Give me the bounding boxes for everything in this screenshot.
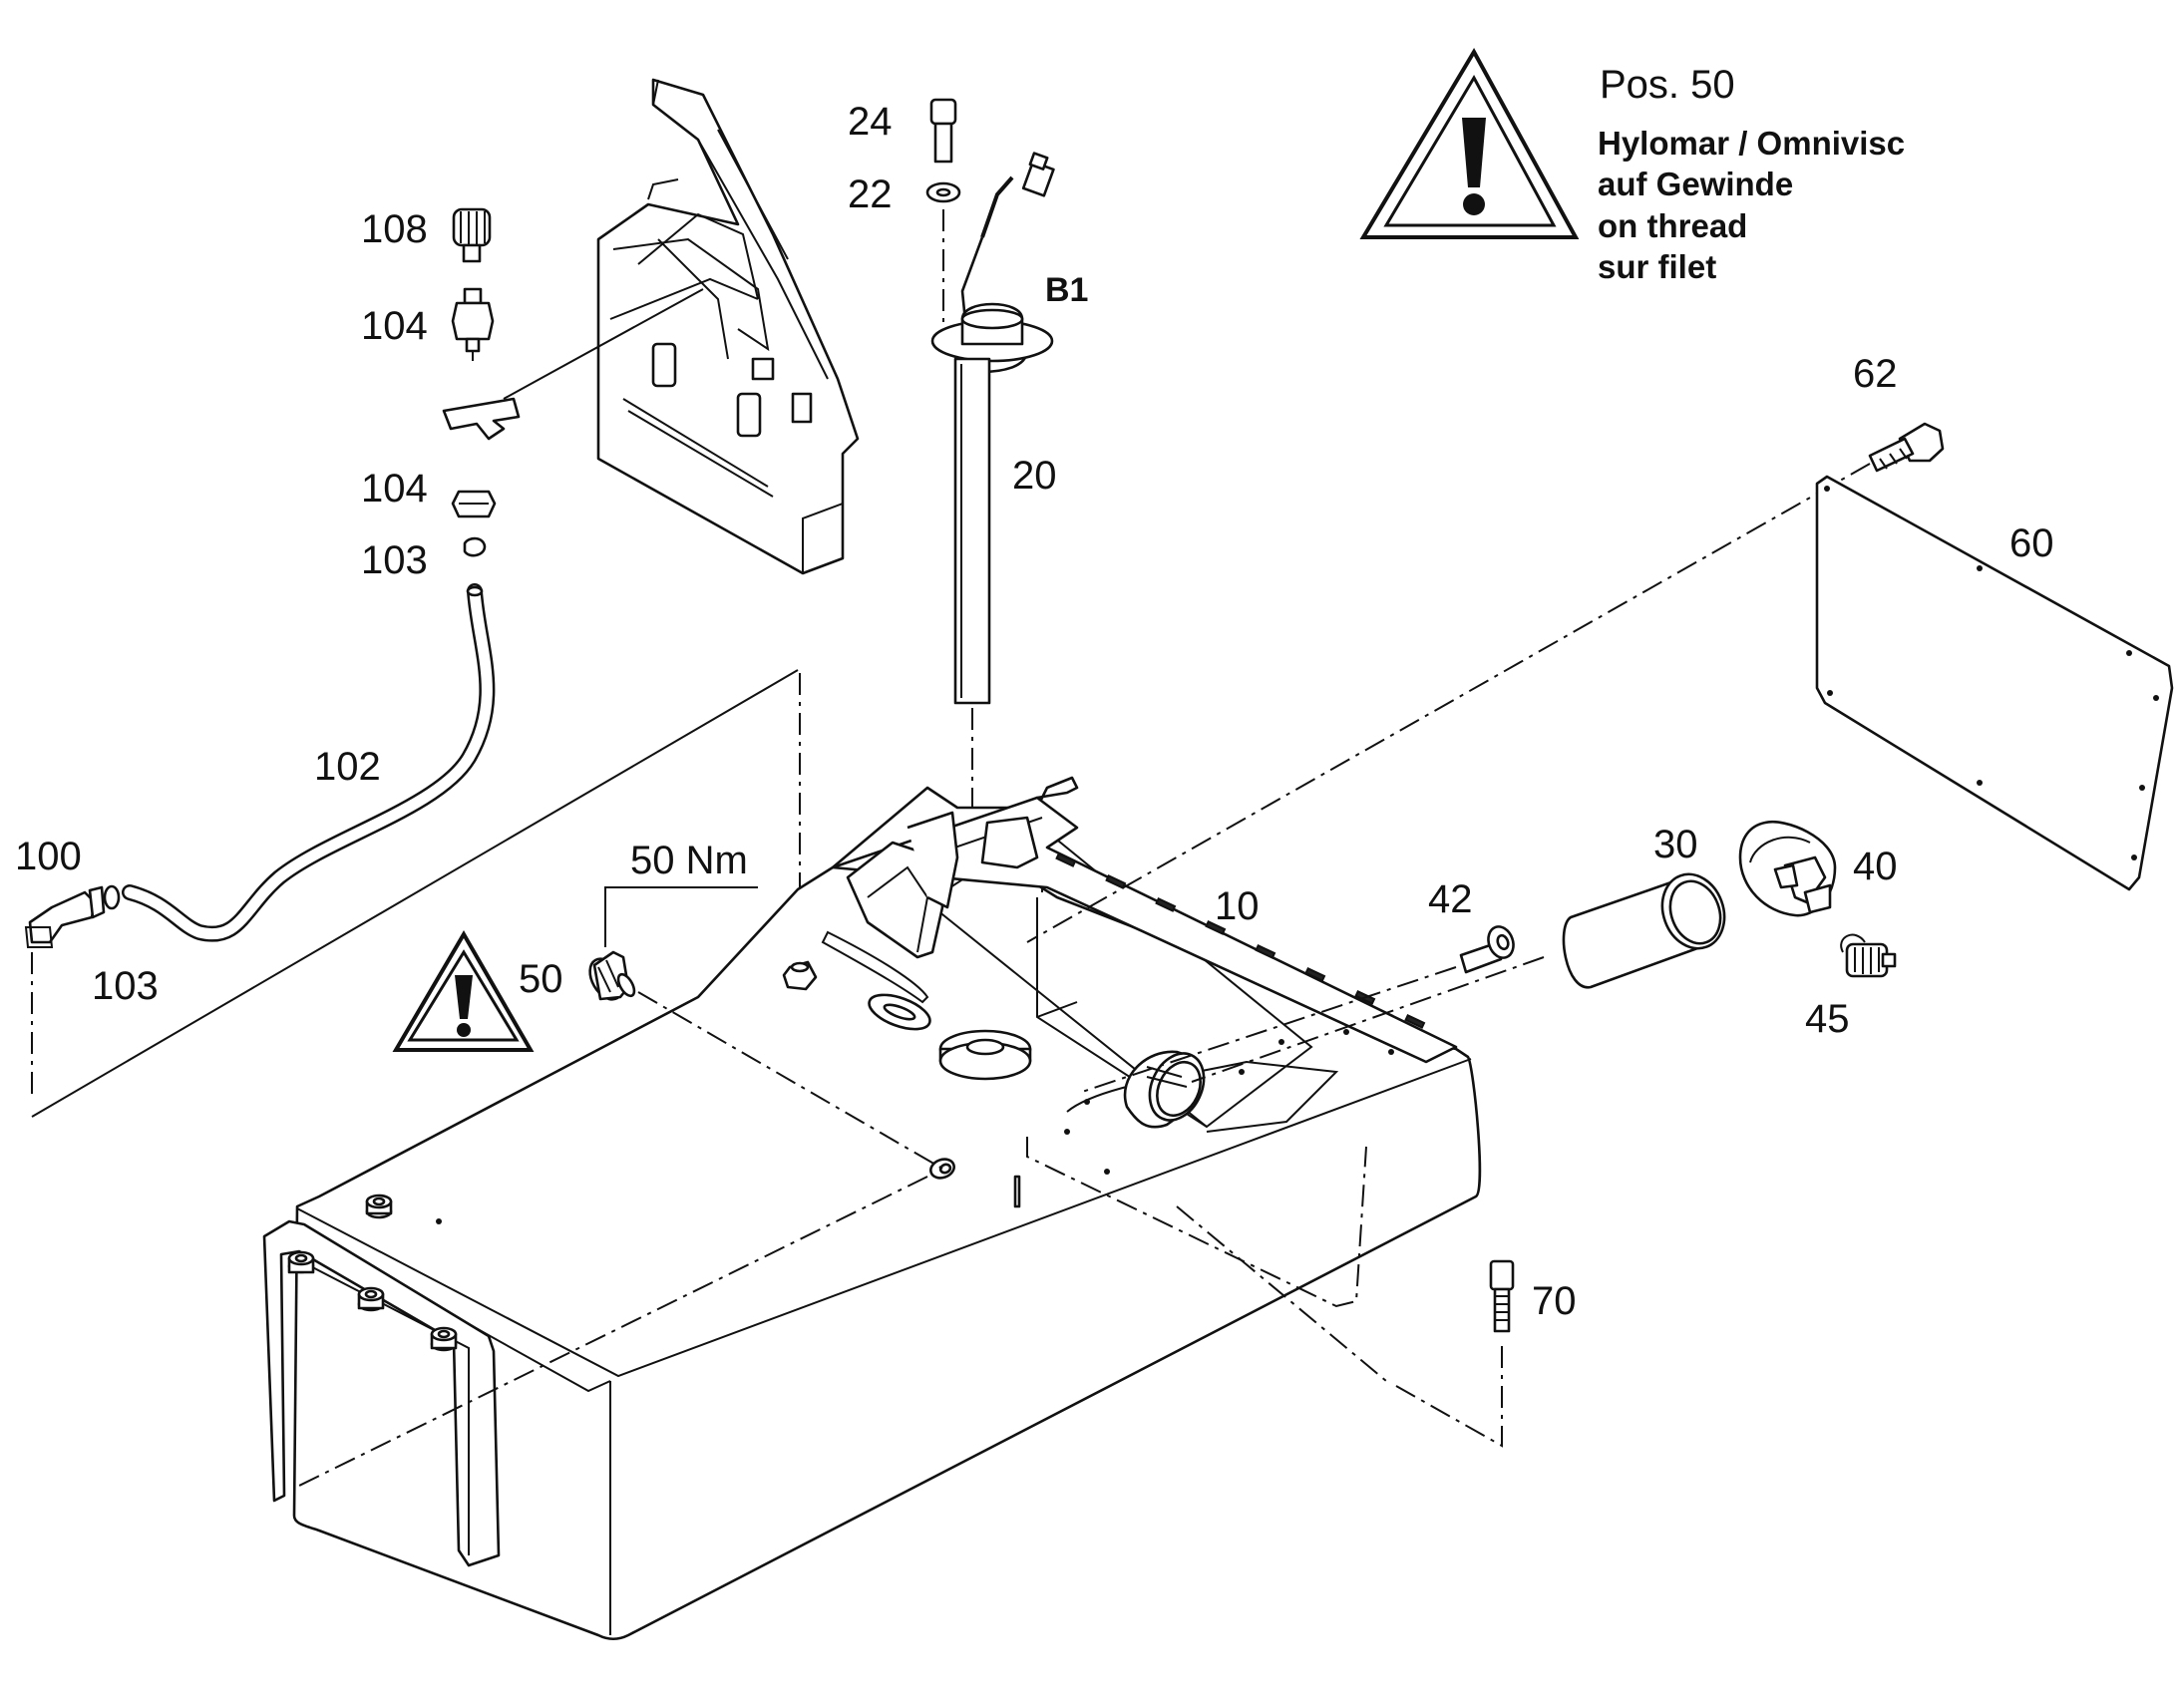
- note-line-3: on thread: [1598, 207, 1747, 244]
- label-104b: 104: [361, 467, 428, 511]
- label-torque: 50 Nm: [630, 839, 748, 882]
- screw-part-42: [1459, 925, 1515, 974]
- axis-line: [1081, 966, 1457, 1093]
- axis-line: [1191, 956, 1545, 1083]
- label-45: 45: [1805, 997, 1850, 1041]
- label-103b: 103: [92, 964, 159, 1008]
- cap-part-108: [452, 207, 492, 263]
- label-42: 42: [1428, 877, 1473, 921]
- label-b1: B1: [1045, 271, 1088, 309]
- sensor-flange: [938, 1029, 1032, 1081]
- label-102: 102: [314, 745, 381, 789]
- note-line-2: auf Gewinde: [1598, 166, 1793, 202]
- label-62: 62: [1853, 352, 1898, 396]
- tank-bung: [782, 960, 818, 991]
- clip-plate: [442, 397, 521, 441]
- screw-part-24: [929, 98, 957, 164]
- label-100: 100: [15, 835, 82, 878]
- washer-part-22: [925, 181, 961, 203]
- cover-plate-part-60: [1815, 475, 2174, 891]
- note-line-4: sur filet: [1598, 248, 1716, 285]
- label-104a: 104: [361, 304, 428, 348]
- padlock-part-45: [1840, 933, 1897, 978]
- label-103a: 103: [361, 538, 428, 582]
- bolt-part-62: [1868, 422, 1945, 473]
- leader-line: [31, 669, 799, 1118]
- ring-part-103b: [103, 884, 121, 910]
- tank-part-10: [262, 776, 1482, 1641]
- elbow-fitting-part-100: [24, 885, 106, 948]
- pin-part-70: [1489, 1259, 1515, 1333]
- fitting-part-104: [451, 287, 495, 353]
- axis-line: [1176, 1205, 1387, 1382]
- hose-part-102: [122, 583, 496, 942]
- label-10: 10: [1215, 884, 1260, 928]
- axis-line: [637, 991, 943, 1170]
- filler-neck: [1123, 1050, 1206, 1129]
- label-20: 20: [1012, 454, 1057, 498]
- plug-part-50: [588, 950, 636, 1001]
- axis-line: [1395, 1346, 1503, 1448]
- cap-part-40: [1738, 820, 1837, 917]
- leader-line: [503, 288, 704, 400]
- axis-line: [298, 1176, 928, 1487]
- mounting-bracket: [596, 78, 860, 575]
- sensor-part-20: [930, 152, 1055, 705]
- label-108: 108: [361, 207, 428, 251]
- warning-triangle-icon: [392, 930, 535, 1052]
- note-title: Pos. 50: [1600, 63, 1735, 107]
- warning-triangle-icon: [1359, 47, 1580, 239]
- note-line-1: Hylomar / Omnivisc: [1598, 125, 1905, 162]
- nut-part-104: [451, 490, 497, 518]
- label-40: 40: [1853, 845, 1898, 888]
- filter-part-30: [1562, 872, 1726, 989]
- torque-leader: [604, 886, 758, 947]
- label-50: 50: [519, 957, 563, 1001]
- axis-line: [1026, 463, 1871, 943]
- label-30: 30: [1653, 823, 1698, 866]
- label-22: 22: [848, 172, 893, 216]
- label-24: 24: [848, 100, 893, 144]
- label-60: 60: [2009, 521, 2054, 565]
- ring-part-103: [463, 536, 487, 557]
- label-70: 70: [1532, 1279, 1577, 1323]
